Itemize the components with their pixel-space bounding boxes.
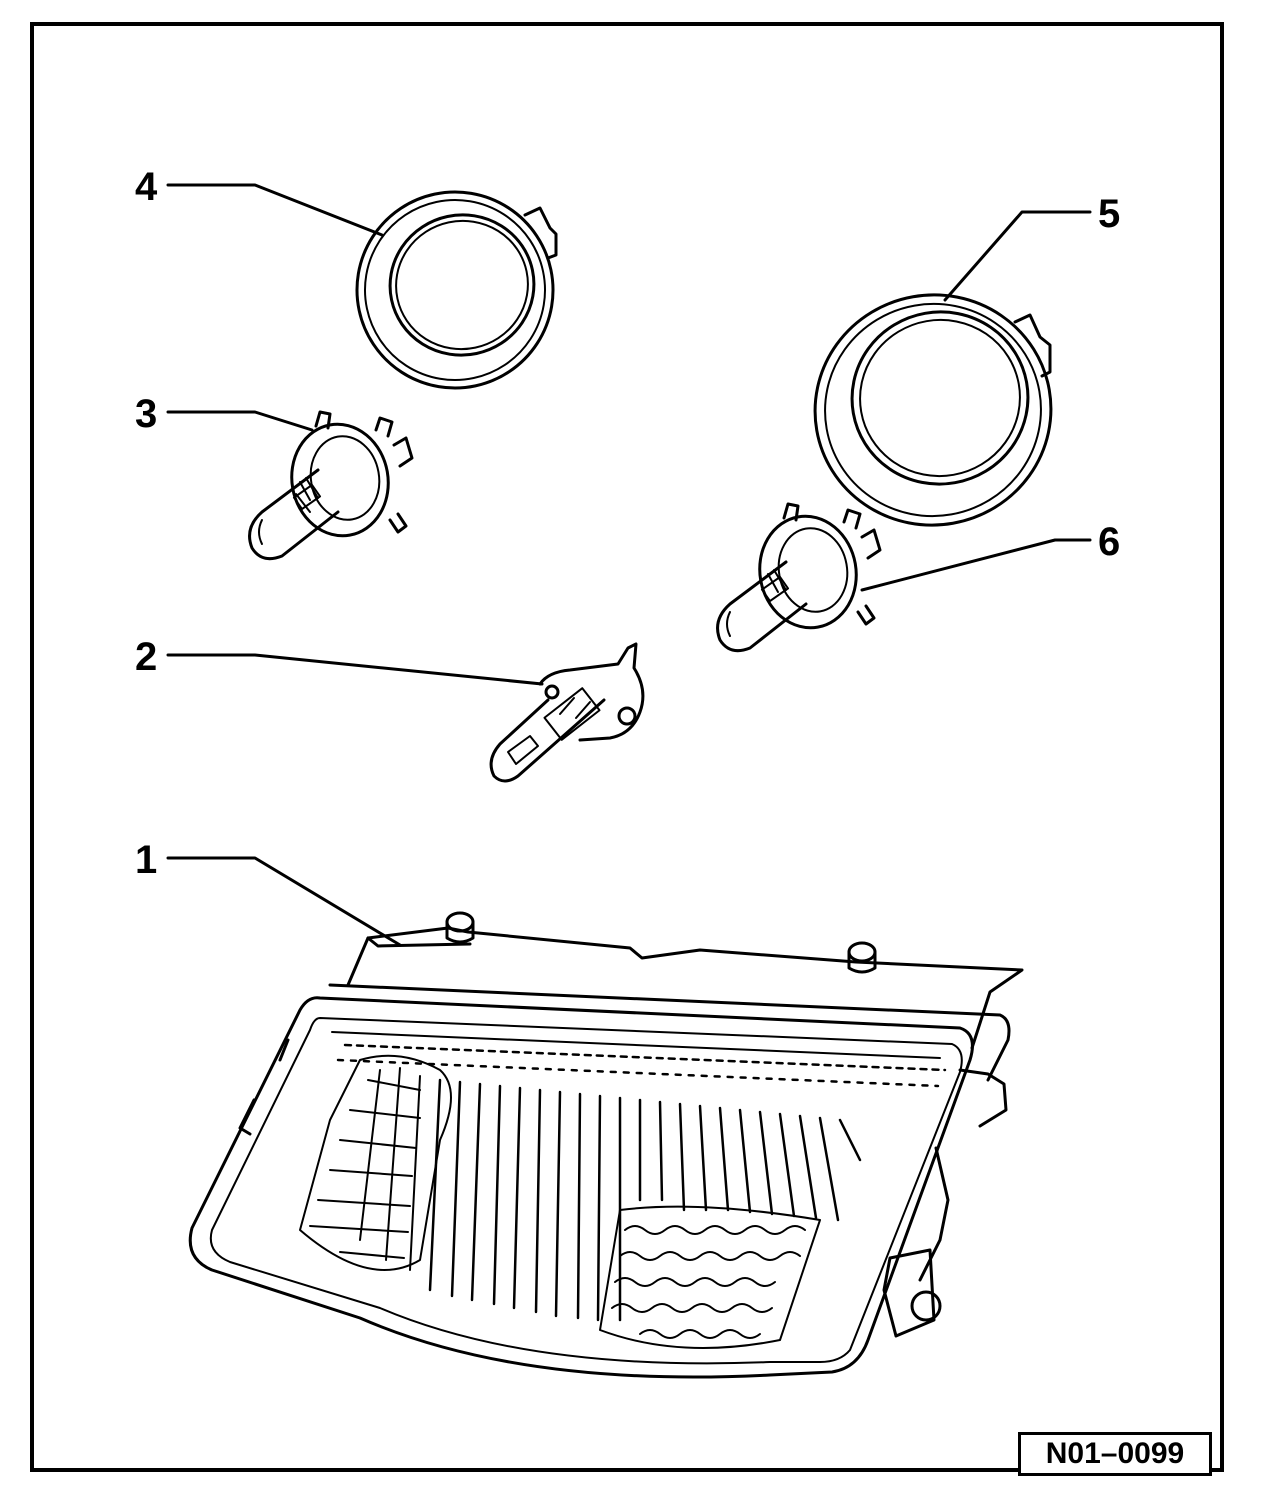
part-6-bulb-h4 (716, 502, 882, 653)
callout-3: 3 (135, 392, 158, 436)
leader-line-6 (860, 538, 1092, 592)
figure-reference-code: N01–0099 (1018, 1432, 1212, 1476)
leader-line-5 (943, 210, 1092, 302)
part-4-cover-cap-small (355, 190, 558, 390)
leader-line-4 (166, 183, 384, 237)
leader-lines (166, 183, 1092, 947)
callout-5: 5 (1098, 192, 1121, 236)
callout-2: 2 (135, 635, 158, 679)
callout-1: 1 (135, 838, 158, 882)
lens-pattern (336, 1043, 947, 1322)
callout-4: 4 (135, 165, 158, 209)
callout-6: 6 (1098, 520, 1121, 564)
leader-line-2 (166, 653, 544, 686)
lens-texture-left (299, 1054, 452, 1271)
part-3-bulb-h4 (248, 410, 414, 561)
leader-line-3 (166, 410, 314, 432)
part-2-bulb-h1 (489, 642, 645, 783)
diagram-frame (30, 22, 1224, 1472)
part-1-headlight-housing (188, 911, 1024, 1379)
lens-texture-right (599, 1205, 821, 1349)
part-5-cover-cap-large (813, 293, 1053, 527)
leader-line-1 (166, 856, 402, 947)
